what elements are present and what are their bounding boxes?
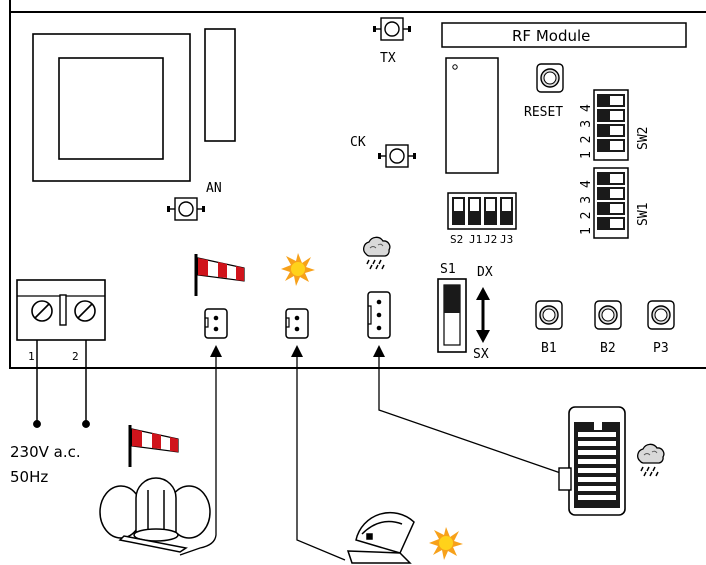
an-connector — [166, 197, 206, 221]
rain-cloud-icon — [362, 236, 391, 270]
supply-voltage-label: 230V a.c. — [10, 443, 81, 461]
connector-arrows — [210, 345, 385, 357]
tx-button — [372, 17, 412, 41]
sx-label: SX — [473, 347, 489, 362]
transformer — [32, 33, 191, 182]
j1-label: J1 — [469, 233, 482, 246]
rain-cloud-icon — [636, 443, 665, 477]
sw2-dip-switch — [593, 89, 629, 161]
windsock-icon — [128, 423, 180, 469]
jumper-dip-block — [447, 192, 517, 230]
sensor-wires — [179, 357, 576, 561]
chip-pin1-dot — [452, 64, 458, 70]
sun-sensor-connector — [285, 308, 309, 339]
an-label: AN — [206, 181, 222, 196]
anemometer-sensor — [99, 477, 211, 553]
reset-label: RESET — [524, 105, 563, 120]
relay-block — [204, 28, 236, 142]
sw2-digits: 1 2 3 4 — [579, 104, 594, 159]
ck-label: CK — [350, 135, 366, 150]
terminal-1-label: 1 — [28, 350, 35, 363]
p3-label: P3 — [653, 341, 669, 356]
b2-label: B2 — [600, 341, 616, 356]
supply-frequency-label: 50Hz — [10, 468, 48, 486]
dx-sx-arrow-icon — [476, 287, 490, 343]
mains-wires — [33, 340, 90, 428]
j3-label: J3 — [500, 233, 513, 246]
sw1-digits: 1 2 3 4 — [579, 180, 594, 235]
power-terminal-block — [16, 279, 106, 341]
s1-label: S1 — [440, 262, 456, 277]
sw1-label: SW1 — [636, 203, 651, 226]
tx-label: TX — [380, 51, 396, 66]
dx-label: DX — [477, 265, 493, 280]
board-outline — [9, 0, 706, 369]
reset-button — [536, 63, 564, 93]
sw2-label: SW2 — [636, 127, 651, 150]
rain-sensor-connector — [367, 291, 391, 339]
b1-button — [535, 300, 563, 330]
windsock-icon — [194, 252, 246, 298]
rf-module-box — [441, 22, 687, 48]
s1-slide-switch — [437, 278, 467, 353]
j2-label: J2 — [484, 233, 497, 246]
sw1-dip-switch — [593, 167, 629, 239]
wind-sensor-connector — [204, 308, 228, 339]
b2-button — [594, 300, 622, 330]
sun-icon — [281, 253, 315, 286]
terminal-2-label: 2 — [72, 350, 79, 363]
rain-sensor-transmitter — [558, 406, 626, 516]
s2-label: S2 — [450, 233, 463, 246]
ck-button — [377, 144, 417, 168]
sun-icon — [429, 527, 463, 560]
rf-chip — [445, 57, 499, 174]
b1-label: B1 — [541, 341, 557, 356]
rf-module-label: RF Module — [512, 27, 590, 45]
p3-button — [647, 300, 675, 330]
sun-sensor — [346, 511, 415, 564]
